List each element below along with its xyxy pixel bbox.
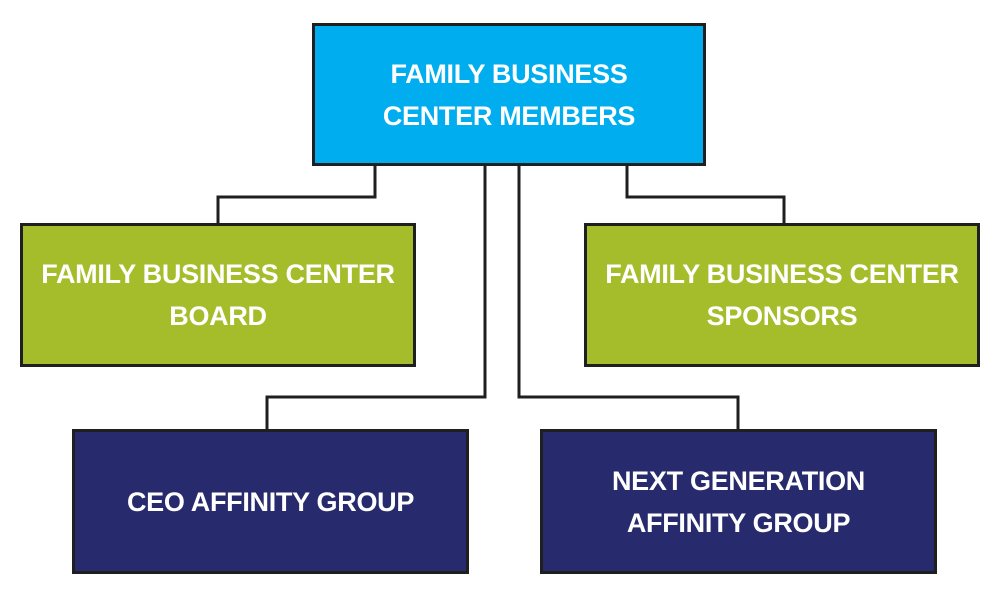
node-label-line: AFFINITY GROUP	[626, 507, 851, 538]
node-label-line: NEXT GENERATION	[611, 465, 865, 496]
node-label-line: CENTER MEMBERS	[382, 100, 636, 131]
node-label-line: SPONSORS	[706, 301, 858, 331]
node-next-generation-affinity-group: NEXT GENERATION AFFINITY GROUP	[540, 429, 937, 574]
node-label-line: FAMILY BUSINESS CENTER	[605, 259, 959, 289]
node-ceo-affinity-group: CEO AFFINITY GROUP	[72, 429, 469, 574]
node-family-business-center-members: FAMILY BUSINESS CENTER MEMBERS	[312, 23, 706, 166]
node-label-line: FAMILY BUSINESS	[390, 58, 628, 89]
connector-root-nextgen	[517, 166, 740, 429]
node-label-line: BOARD	[169, 301, 267, 331]
node-label-line: FAMILY BUSINESS CENTER	[41, 259, 395, 289]
node-label-line: CEO AFFINITY GROUP	[126, 486, 415, 517]
node-family-business-center-sponsors: FAMILY BUSINESS CENTER SPONSORS	[584, 223, 980, 367]
connector-root-ceo	[265, 166, 487, 429]
connector-root-sponsors	[625, 166, 786, 223]
connector-root-board	[216, 166, 377, 223]
node-family-business-center-board: FAMILY BUSINESS CENTER BOARD	[20, 223, 416, 367]
